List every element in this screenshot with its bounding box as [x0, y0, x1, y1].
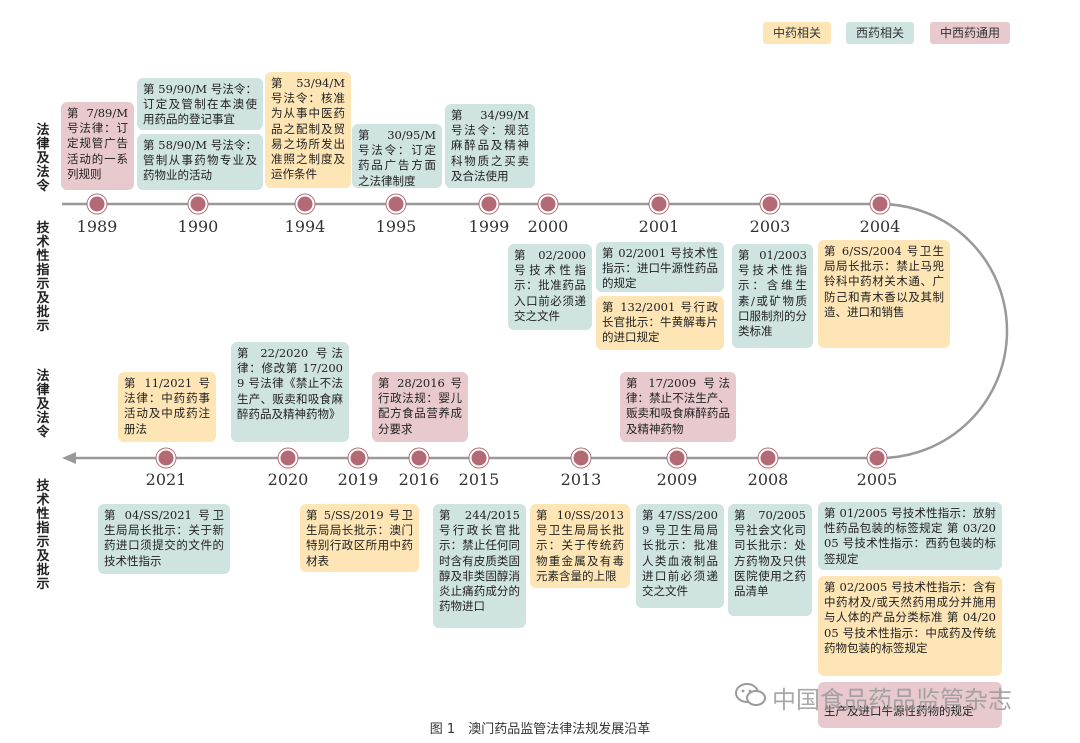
year-label-1990: 1990: [177, 217, 219, 236]
year-label-2020: 2020: [267, 470, 309, 489]
watermark-text: 中国食品药品监管杂志: [772, 686, 1012, 714]
event-box-1990-decree-58: 第 58/90/M 号法令：管制从事药物专业及药物业的活动: [137, 134, 263, 190]
event-box-2020-law: 第 22/2020 号法律：修改第 17/2009 号法律《禁止不法生产、贩卖和…: [231, 342, 349, 442]
timeline-dot-2020: [278, 448, 298, 468]
timeline-dot-1994: [295, 194, 315, 214]
year-label-2003: 2003: [749, 217, 791, 236]
timeline-dot-2003: [760, 194, 780, 214]
year-label-1989: 1989: [76, 217, 118, 236]
event-box-2021-law: 第 11/2021 号法律：中药药事活动及中成药注册法: [118, 372, 216, 442]
side-label-tech-bottom: 技术性指示及批示: [36, 479, 50, 592]
legend-both-medicine: 中西药通用: [930, 22, 1011, 44]
year-label-2005: 2005: [856, 470, 898, 489]
event-box-1995-decree: 第 30/95/M 号法令：订定药品广告方面之法律制度: [352, 124, 442, 188]
year-label-2019: 2019: [337, 470, 379, 489]
year-label-2013: 2013: [560, 470, 602, 489]
year-label-2015: 2015: [458, 470, 500, 489]
year-label-2009: 2009: [656, 470, 698, 489]
timeline-arrowhead: [62, 452, 76, 464]
event-box-2021-order: 第 04/SS/2021 号卫生局局长批示：关于新药进口须提交的文件的技术性指示: [98, 504, 230, 574]
year-label-1999: 1999: [468, 217, 510, 236]
legend-western-medicine: 西药相关: [846, 22, 915, 44]
event-box-2009-law: 第 17/2009 号法律：禁止不法生产、贩卖和吸食麻醉药品及精神药物: [620, 372, 736, 442]
legend-chinese-medicine: 中药相关: [763, 22, 832, 44]
event-box-2009-order: 第 47/SS/2009 号卫生局局长批示：批准人类血液制品进口前必须递交之文件: [636, 504, 724, 608]
figure-caption: 图 1 澳门药品监管法律法规发展沿革: [429, 722, 651, 737]
year-label-2001: 2001: [638, 217, 680, 236]
year-label-1995: 1995: [375, 217, 417, 236]
event-box-1994-decree: 第 53/94/M 号法令：核准为从事中医药品之配制及贸易之场所发出准照之制度及…: [265, 72, 351, 188]
event-box-2013-order: 第 10/SS/2013 号卫生局局长批示：关于传统药物重金属及有毒元素含量的上…: [530, 504, 630, 588]
event-box-2008-order: 第 70/2005 号社会文化司司长批示：处方药物及只供医院使用之药品清单: [728, 504, 812, 616]
event-box-2001-order: 第 132/2001 号行政长官批示：牛黄解毒片的进口规定: [596, 296, 724, 350]
timeline-dot-2004: [870, 194, 890, 214]
event-box-2003-tech: 第 01/2003 号技术性指示：含维生素/或矿物质口服制剂的分类标准: [732, 244, 813, 348]
event-box-2005-tech-western: 第 01/2005 号技术性指示：放射性药品包装的标签规定 第 03/2005 …: [818, 502, 1002, 570]
timeline-dot-1989: [87, 194, 107, 214]
timeline-dot-2015: [469, 448, 489, 468]
event-box-1990-decree-59: 第 59/90/M 号法令：订定及管制在本澳使用药品的登记事宜: [137, 78, 263, 130]
timeline-dot-2013: [571, 448, 591, 468]
timeline-dot-2000: [538, 194, 558, 214]
wechat-icon: [735, 683, 766, 706]
event-box-2005-tech-both: 生产及进口牛源性药物的规定: [818, 682, 1002, 728]
timeline-dot-2021: [156, 448, 176, 468]
event-box-2019-order: 第 5/SS/2019 号卫生局局长批示：澳门特别行政区所用中药材表: [300, 504, 419, 572]
timeline-dot-2008: [758, 448, 778, 468]
timeline-dot-2005: [867, 448, 887, 468]
year-label-1994: 1994: [284, 217, 326, 236]
event-box-2015-order: 第 244/2015 号行政长官批示：禁止任何同时含有皮质类固醇及非类固醇消炎止…: [433, 504, 526, 628]
event-box-2005-tech-chinese: 第 02/2005 号技术性指示：含有中药材及/或天然药用成分并施用与人体的产品…: [818, 576, 1002, 676]
event-box-1999-decree: 第 34/99/M 号法令：规范麻醉品及精神科物质之买卖及合法使用: [445, 104, 535, 188]
event-box-2016-regulation: 第 28/2016 号行政法规：婴儿配方食品营养成分要求: [372, 372, 468, 442]
timeline-dot-1990: [188, 194, 208, 214]
timeline-dot-2019: [348, 448, 368, 468]
event-box-2000-tech: 第 02/2000 号技术性指示：批准药品入口前必须递交之文件: [508, 244, 592, 330]
event-box-2001-tech: 第 02/2001 号技术性指示：进口牛源性药品的规定: [596, 242, 724, 292]
timeline-curve: [879, 202, 1009, 460]
year-label-2000: 2000: [527, 217, 569, 236]
side-label-law-top: 法律及法令: [36, 123, 50, 194]
timeline-dot-2016: [409, 448, 429, 468]
side-label-tech-top: 技术性指示及批示: [36, 221, 50, 334]
year-label-2008: 2008: [747, 470, 789, 489]
year-label-2004: 2004: [859, 217, 901, 236]
event-box-2004-order: 第 6/SS/2004 号卫生局局长批示：禁止马兜铃科中药材关木通、广防己和青木…: [818, 240, 950, 348]
event-box-1989-law: 第 7/89/M 号法律：订定规管广告活动的一系列规则: [61, 102, 134, 190]
timeline-dot-2009: [667, 448, 687, 468]
year-label-2016: 2016: [398, 470, 440, 489]
timeline-dot-2001: [649, 194, 669, 214]
year-label-2021: 2021: [145, 470, 187, 489]
timeline-dot-1995: [386, 194, 406, 214]
timeline-dot-1999: [479, 194, 499, 214]
side-label-law-bottom: 法律及法令: [36, 369, 50, 440]
